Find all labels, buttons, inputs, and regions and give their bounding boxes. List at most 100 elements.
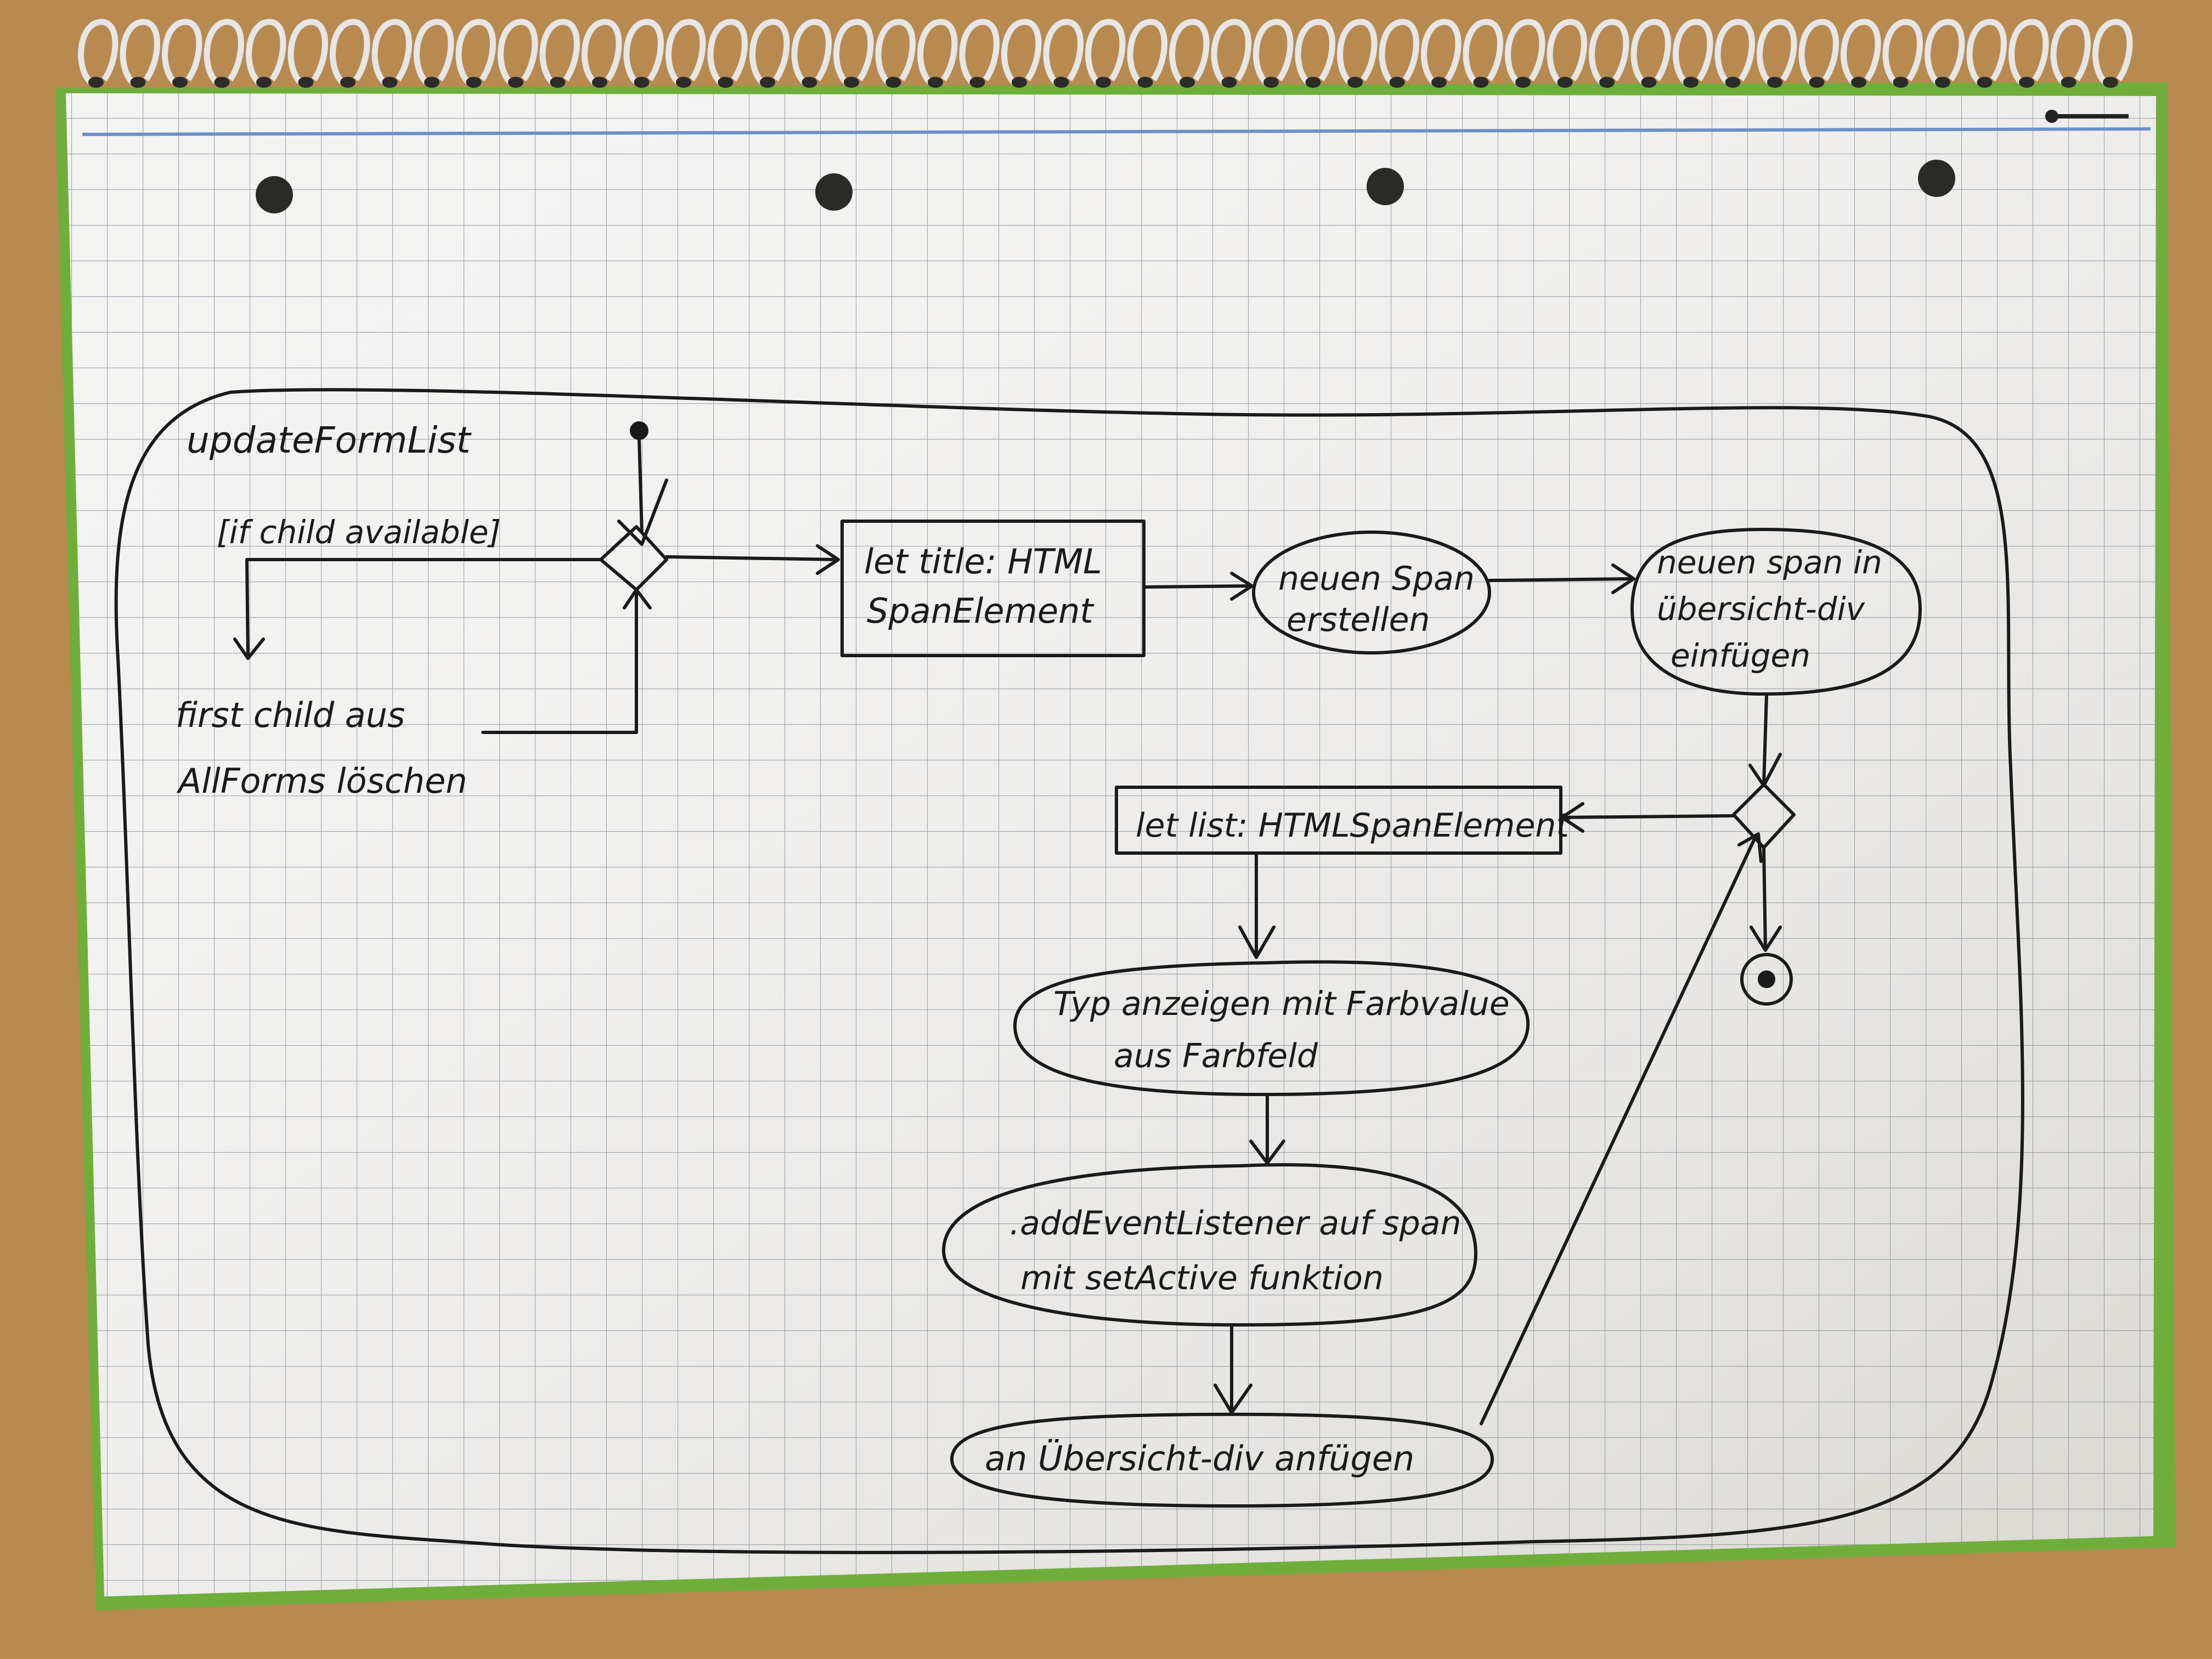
- spiral-hole: [1767, 77, 1782, 88]
- spiral-hole: [424, 77, 439, 88]
- spiral-coil: [1421, 19, 1462, 84]
- spiral-hole: [1012, 77, 1027, 88]
- create-span-action: [1252, 531, 1491, 654]
- spiral-coil: [246, 19, 286, 84]
- spiral-coil: [1001, 19, 1042, 84]
- spiral-coil: [287, 19, 328, 84]
- spiral-coil: [204, 19, 244, 84]
- title-object-text-2: SpanElement: [867, 591, 1094, 631]
- spiral-hole: [676, 77, 691, 88]
- spiral-hole: [592, 77, 607, 88]
- spiral-coil: [162, 19, 202, 84]
- spiral-coil: [371, 19, 412, 84]
- spiral-hole: [1137, 77, 1153, 88]
- spiral-hole: [802, 77, 817, 88]
- initial-node: [630, 421, 648, 440]
- list-object-text: let list: HTMLSpanElement: [1136, 806, 1570, 845]
- append-overview-text: an Übersicht-div anfügen: [985, 1438, 1414, 1479]
- spiral-coil: [1882, 19, 1923, 84]
- spiral-coil: [1547, 19, 1587, 84]
- spiral-hole: [1599, 77, 1615, 88]
- final-node: [1740, 953, 1793, 1006]
- spiral-coil: [1295, 19, 1335, 84]
- spiral-hole: [844, 77, 859, 88]
- spiral-hole: [2061, 77, 2076, 88]
- insert-span-text-1: neuen span in: [1657, 544, 1882, 581]
- spiral-coil: [1127, 19, 1167, 84]
- spiral-hole: [1305, 77, 1321, 88]
- create-span-text-2: erstellen: [1286, 601, 1430, 639]
- spiral-hole: [130, 77, 146, 88]
- spiral-coil: [1085, 19, 1126, 84]
- spiral-hole: [2019, 77, 2034, 88]
- spiral-hole: [1935, 77, 1950, 88]
- spiral-hole: [1473, 77, 1489, 88]
- insert-span-action: [1630, 528, 1922, 696]
- spiral-hole: [1893, 77, 1909, 88]
- spiral-coil: [1966, 19, 2007, 84]
- show-type-text-2: aus Farbfeld: [1114, 1037, 1318, 1075]
- punch-holes: [256, 160, 1955, 213]
- create-span-text-1: neuen Span: [1278, 560, 1475, 598]
- spiral-coil: [78, 19, 119, 84]
- add-listener-text-2: mit setActive funktion: [1020, 1259, 1384, 1297]
- spiral-hole: [298, 77, 314, 88]
- spiral-coil: [539, 19, 580, 84]
- spiral-hole: [1347, 77, 1363, 88]
- spiral-hole: [885, 77, 901, 88]
- spiral-hole: [382, 77, 398, 88]
- spiral-coil: [917, 19, 958, 84]
- spiral-coil: [749, 19, 790, 84]
- spiral-hole: [634, 77, 650, 88]
- spiral-hole: [969, 77, 985, 88]
- insert-span-text-2: übersicht-div: [1657, 590, 1866, 628]
- list-object-node: [1115, 786, 1562, 855]
- spiral-coil: [455, 19, 496, 84]
- spiral-hole: [1683, 77, 1699, 88]
- spiral-coil: [2050, 19, 2091, 84]
- spiral-hole: [550, 77, 566, 88]
- spiral-hole: [1389, 77, 1405, 88]
- spiral-hole: [760, 77, 775, 88]
- spiral-coil: [665, 19, 706, 84]
- spiral-hole: [1515, 77, 1531, 88]
- append-overview-action: [950, 1413, 1494, 1508]
- show-type-text-1: Typ anzeigen mit Farbvalue: [1053, 985, 1510, 1023]
- spiral-coil: [1253, 19, 1294, 84]
- spiral-coil: [959, 19, 1000, 84]
- spiral-coil: [1589, 19, 1629, 84]
- spiral-hole: [1557, 77, 1573, 88]
- spiral-hole: [340, 77, 356, 88]
- spiral-hole: [1851, 77, 1866, 88]
- spiral-coil: [1841, 19, 1881, 84]
- spiral-coil: [1043, 19, 1084, 84]
- spiral-hole: [1431, 77, 1447, 88]
- spiral-coil: [582, 19, 622, 84]
- spiral-hole: [718, 77, 733, 88]
- spiral-hole: [1180, 77, 1195, 88]
- activity-frame: [114, 388, 2024, 1554]
- spiral-coil: [1337, 19, 1378, 84]
- spiral-hole: [508, 77, 523, 88]
- spiral-coil: [2092, 19, 2133, 84]
- spiral-coil: [1798, 19, 1839, 84]
- activity-name-label: updateFormList: [187, 419, 472, 461]
- activity-diagram: [114, 388, 2024, 1554]
- spiral-coil: [498, 19, 538, 84]
- spiral-coil: [120, 19, 160, 84]
- spiral-hole: [928, 77, 943, 88]
- spiral-coil: [1630, 19, 1671, 84]
- add-listener-text-1: .addEventListener auf span: [1009, 1204, 1462, 1243]
- spiral-hole: [214, 77, 230, 88]
- spiral-coil: [1673, 19, 1713, 84]
- spiral-hole: [1053, 77, 1069, 88]
- spiral-hole: [88, 77, 104, 88]
- spiral-hole: [1221, 77, 1237, 88]
- add-listener-action: [942, 1163, 1477, 1327]
- spiral-coil: [707, 19, 748, 84]
- spiral-hole: [256, 77, 272, 88]
- spiral-hole: [1263, 77, 1279, 88]
- spiral-coil: [1925, 19, 1965, 84]
